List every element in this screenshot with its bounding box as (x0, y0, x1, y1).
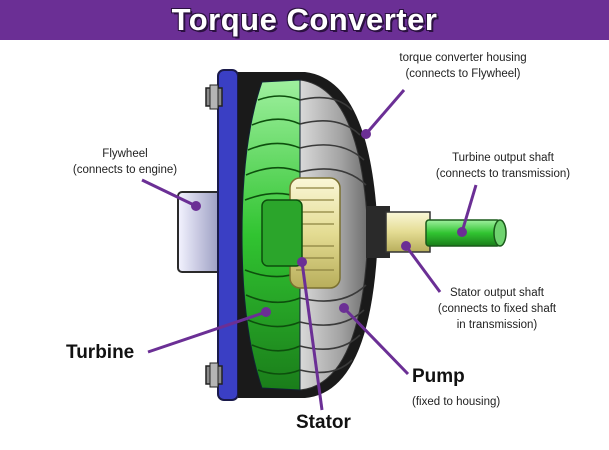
stator-shaft-label-line2: (connects to fixed shaft (437, 303, 557, 315)
turbine-hub (261, 199, 303, 267)
leader-dots (191, 129, 467, 317)
stator-label: Stator (296, 412, 351, 433)
bolt-bottom (205, 362, 223, 388)
title-bar (0, 0, 609, 40)
flywheel-label-line1: Flywheel (102, 148, 148, 160)
housing-label-line1: torque converter housing (399, 52, 527, 64)
turbine-vanes (244, 95, 301, 375)
pump-note: (fixed to housing) (412, 396, 501, 408)
turbine-shaft-label-line1: Turbine output shaft (452, 152, 554, 164)
pump-label: Pump (412, 366, 465, 387)
housing-label: torque converter housing (connects to Fl… (368, 50, 558, 82)
page-title: Torque Converter (171, 2, 438, 37)
leader-lines (141, 89, 478, 411)
stator-shaft-label: Stator output shaft (connects to fixed s… (402, 285, 592, 333)
flywheel-label: Flywheel (connects to engine) (50, 146, 200, 178)
turbine-label: Turbine (66, 342, 135, 363)
flywheel-plate (217, 69, 239, 401)
stator-shaft-label-line3: in transmission) (456, 319, 538, 331)
shaft-end (493, 219, 507, 247)
turbine-shaft-label-line2: (connects to transmission) (435, 168, 571, 180)
flywheel-label-line2: (connects to engine) (72, 164, 178, 176)
bolt-top (205, 84, 223, 110)
turbine-shaft-label: Turbine output shaft (connects to transm… (408, 150, 598, 182)
pump-vanes (299, 96, 367, 374)
housing-label-line2: (connects to Flywheel) (405, 68, 521, 80)
stator-shaft-label-line1: Stator output shaft (450, 287, 544, 299)
